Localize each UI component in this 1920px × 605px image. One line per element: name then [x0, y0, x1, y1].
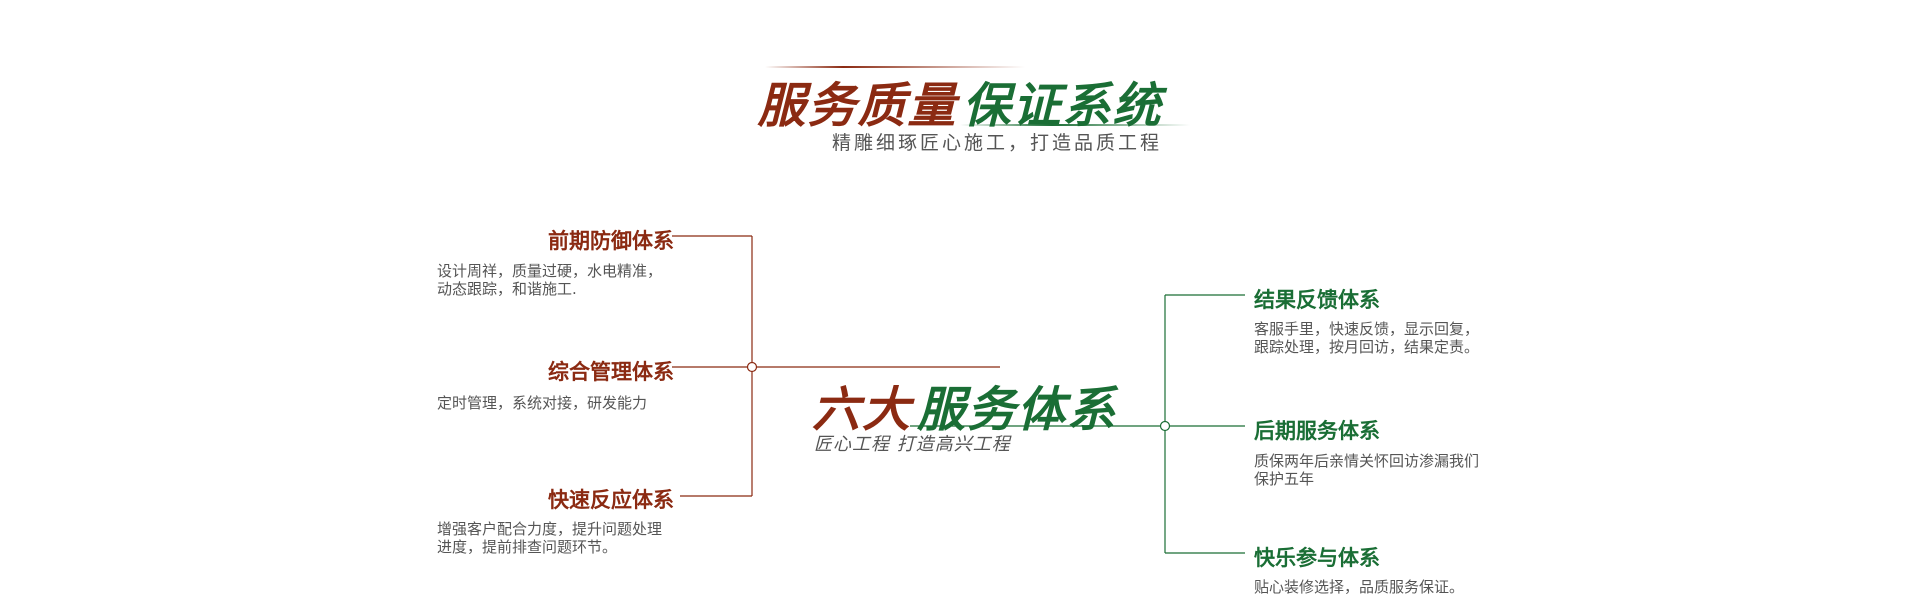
system-desc-preventive: 设计周祥，质量过硬，水电精准，动态跟踪，和谐施工.	[437, 262, 663, 298]
system-desc-participation: 贴心装修选择，品质服务保证。	[1254, 578, 1465, 596]
system-desc-aftersales: 质保两年后亲情关怀回访渗漏我们保护五年	[1254, 452, 1480, 488]
system-title-preventive: 前期防御体系	[548, 229, 674, 253]
system-title-participation: 快乐参与体系	[1254, 546, 1380, 570]
system-title-management: 综合管理体系	[548, 360, 674, 384]
left-connectors	[672, 235, 1000, 497]
center-title-red: 六大	[812, 382, 913, 438]
system-title-feedback: 结果反馈体系	[1254, 288, 1380, 312]
system-desc-response: 增强客户配合力度，提升问题处理进度，提前排查问题环节。	[437, 520, 663, 556]
system-desc-feedback: 客服手里，快速反馈，显示回复，跟踪处理，按月回访，结果定责。	[1254, 320, 1480, 356]
system-title-aftersales: 后期服务体系	[1254, 419, 1380, 443]
title-decoration-green	[960, 124, 1190, 126]
center-title-green: 服务体系	[917, 382, 1118, 438]
system-title-response: 快速反应体系	[548, 488, 674, 512]
title-decoration-red	[765, 66, 1025, 68]
center-title: 六大 服务体系	[812, 370, 1117, 440]
system-desc-management: 定时管理，系统对接，研发能力	[437, 394, 648, 412]
center-subtitle: 匠心工程 打造高兴工程	[814, 434, 1011, 455]
page-subtitle: 精雕细琢匠心施工，打造品质工程	[832, 132, 1163, 154]
title-red: 服务质量	[757, 78, 958, 134]
right-connectors	[910, 294, 1245, 554]
